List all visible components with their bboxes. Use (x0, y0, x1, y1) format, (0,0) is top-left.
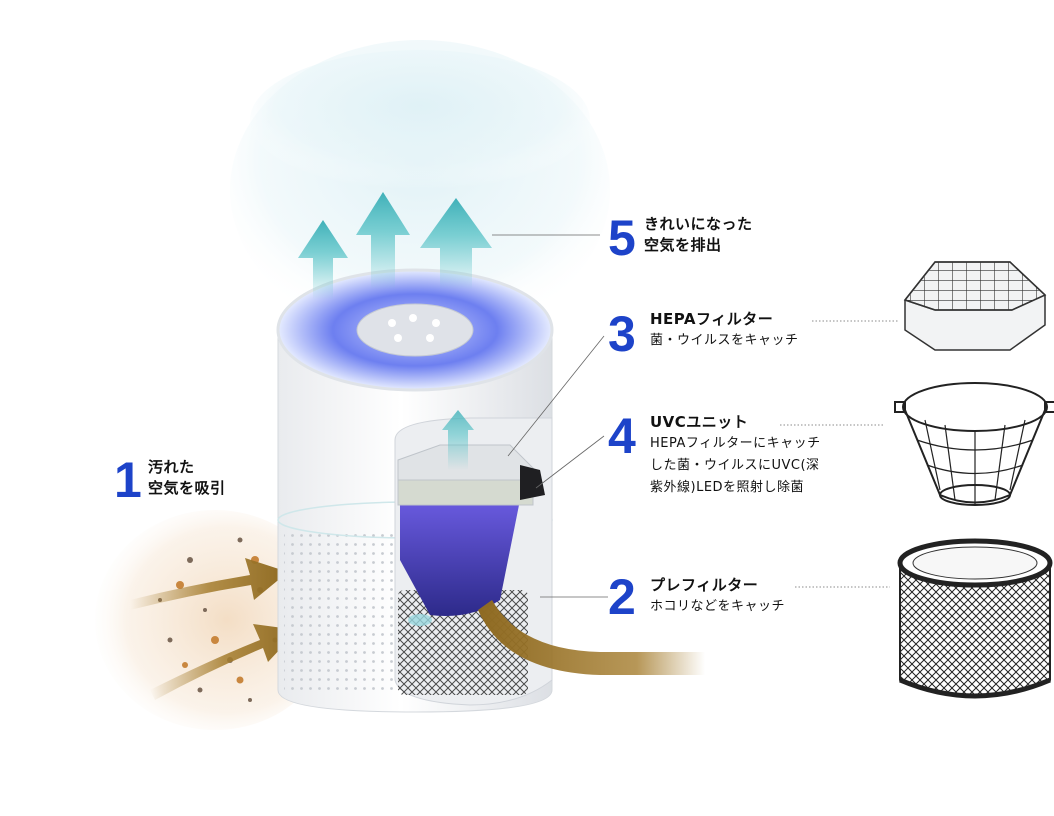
step-3-title: HEPAフィルター (650, 310, 774, 328)
step-5-number: 5 (608, 210, 636, 266)
clean-air-arrows (298, 192, 492, 300)
step-3-number: 3 (608, 306, 636, 362)
dirty-air-arrows (130, 558, 298, 700)
hepa-filter-icon (903, 261, 1047, 351)
step-4-desc-line3: 紫外線)LEDを照射し除菌 (650, 480, 805, 495)
step-1-number: 1 (114, 452, 142, 508)
step-2-number: 2 (608, 569, 636, 625)
step-4-label: UVCユニット HEPAフィルターにキャッチ した菌・ウイルスにUVC(深 紫外… (650, 412, 821, 499)
step-2-label: プレフィルター ホコリなどをキャッチ (650, 575, 785, 618)
step-4-title: UVCユニット (650, 413, 749, 431)
step-1-label: 汚れた 空気を吸引 (148, 457, 226, 499)
step-3-desc: 菌・ウイルスをキャッチ (650, 333, 799, 348)
step-5-label: きれいになった 空気を排出 (644, 214, 753, 256)
step-4-desc-line2: した菌・ウイルスにUVC(深 (650, 458, 820, 473)
leader-lines (492, 234, 898, 598)
step-1-title-line1: 汚れた (148, 458, 195, 476)
pre-filter-icon (897, 538, 1053, 699)
step-2-desc: ホコリなどをキャッチ (650, 599, 786, 614)
step-5-title-line1: きれいになった (644, 215, 753, 233)
step-4-desc-line1: HEPAフィルターにキャッチ (650, 436, 821, 451)
step-1-title-line2: 空気を吸引 (148, 479, 226, 497)
step-5-title-line2: 空気を排出 (644, 236, 722, 254)
step-4-number: 4 (608, 408, 636, 464)
dirty-air-flow (478, 600, 705, 675)
step-3-label: HEPAフィルター 菌・ウイルスをキャッチ (650, 309, 799, 352)
uvc-unit-frame-icon (894, 382, 1054, 506)
step-2-title: プレフィルター (650, 576, 759, 594)
